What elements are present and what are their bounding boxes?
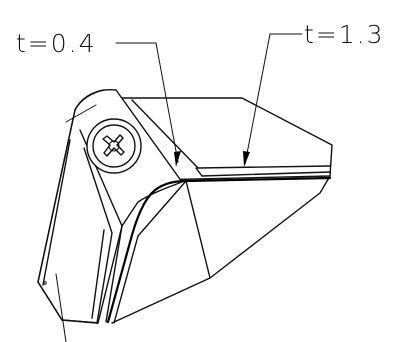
phillips-cross-icon xyxy=(102,134,125,157)
screw-head xyxy=(86,118,142,174)
arrow-left xyxy=(174,151,181,167)
arrow-right xyxy=(243,151,250,167)
small-dot xyxy=(43,281,47,285)
callout-right-label: t=1.3 xyxy=(304,20,385,49)
callout-left: t=0.4 xyxy=(16,29,181,167)
lower-panel xyxy=(111,180,211,324)
callout-right: t=1.3 xyxy=(243,20,385,167)
upper-panel xyxy=(99,97,333,279)
callout-left-label: t=0.4 xyxy=(16,29,97,58)
bottom-leader xyxy=(55,273,67,342)
fold-edge xyxy=(106,176,332,324)
bent-bracket xyxy=(37,89,183,324)
